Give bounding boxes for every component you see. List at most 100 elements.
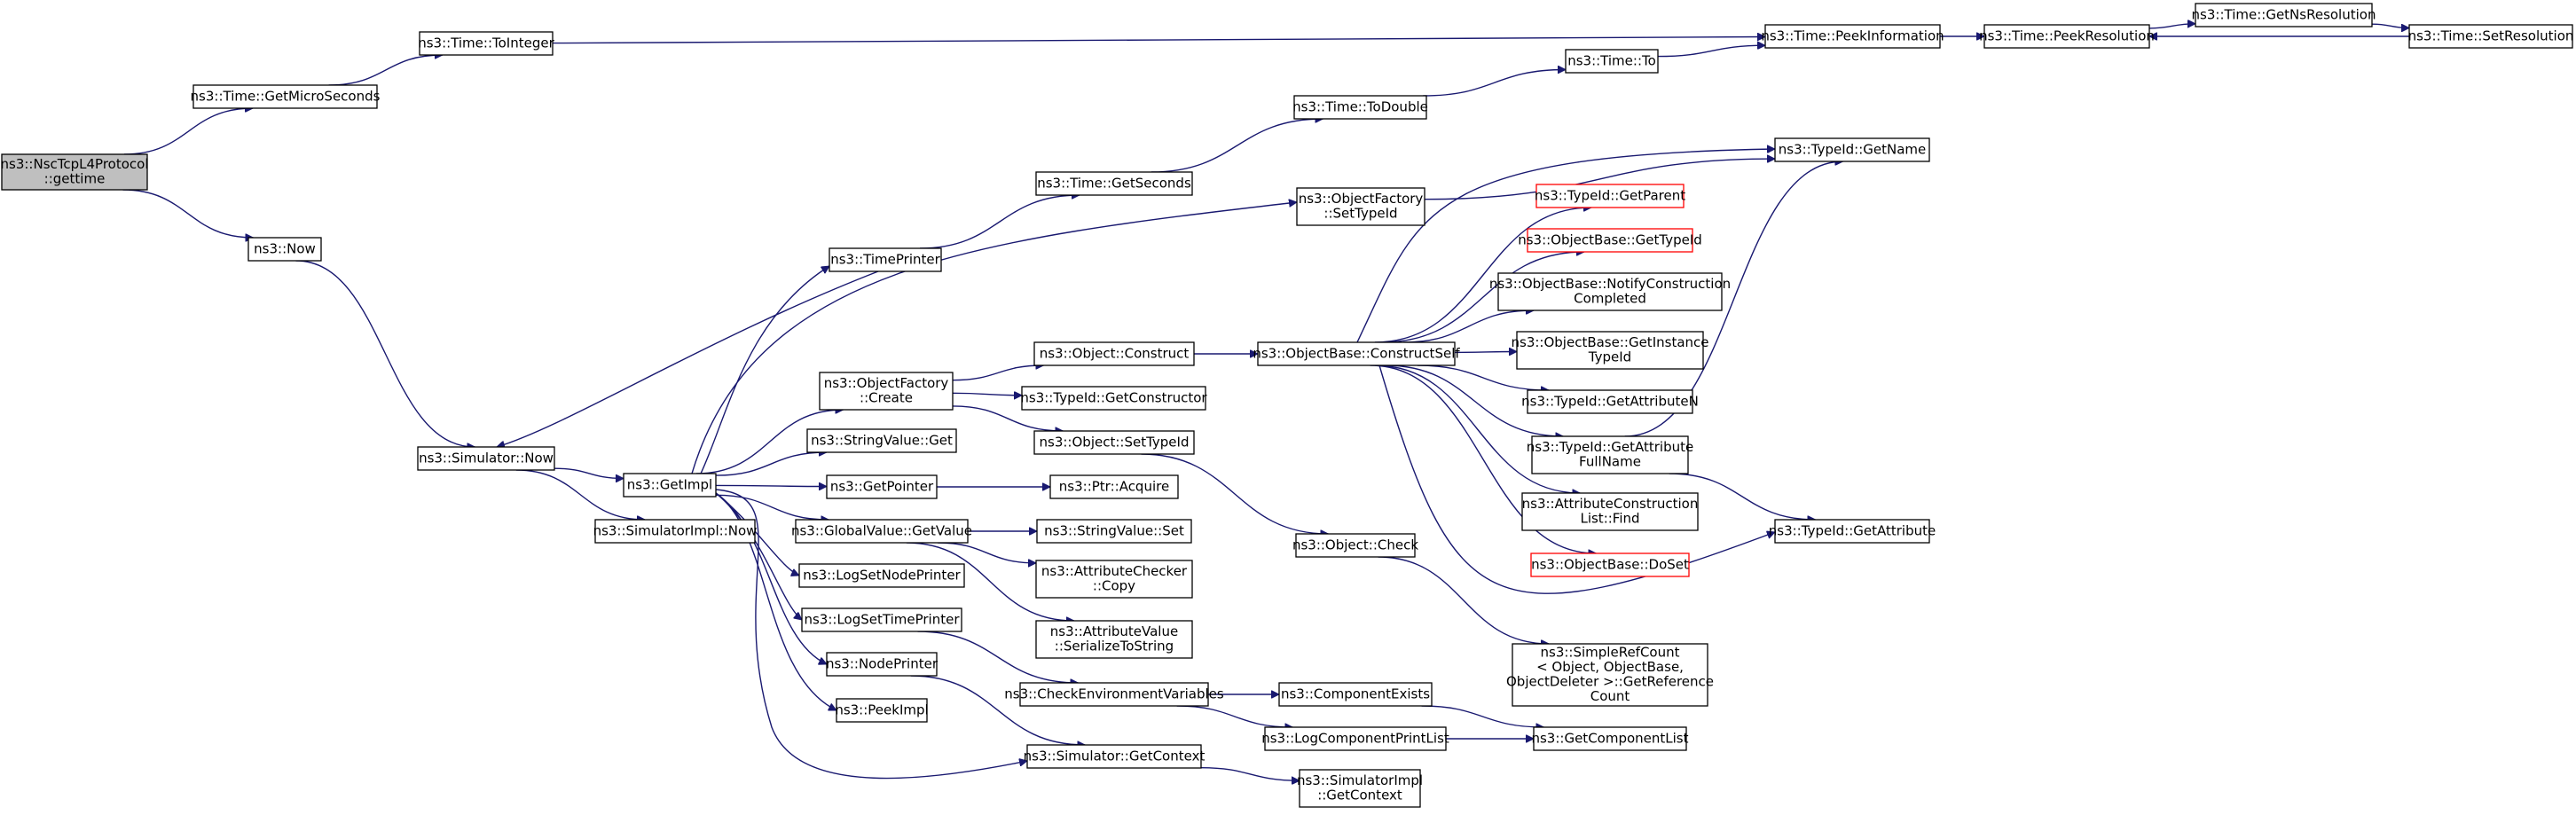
node-box[interactable]	[1295, 533, 1416, 558]
node-box[interactable]	[1516, 331, 1704, 370]
node-box[interactable]	[1278, 682, 1433, 707]
node-box[interactable]	[795, 519, 969, 544]
node-box[interactable]	[829, 247, 942, 272]
graph-node-peek-info[interactable]: ns3::Time::PeekInformation	[1761, 24, 1944, 49]
node-box[interactable]	[1, 153, 148, 191]
node-box[interactable]	[1293, 95, 1427, 120]
node-box[interactable]	[1527, 389, 1693, 414]
graph-node-simimpl-now[interactable]: ns3::SimulatorImpl::Now	[593, 519, 758, 544]
graph-node-gv-get-value[interactable]: ns3::GlobalValue::GetValue	[791, 519, 972, 544]
node-box[interactable]	[1764, 24, 1941, 49]
graph-node-node-printer[interactable]: ns3::NodePrinter	[826, 652, 939, 677]
node-box[interactable]	[801, 607, 962, 632]
node-box[interactable]	[417, 446, 555, 471]
node-box[interactable]	[2195, 3, 2373, 27]
graph-node-of-create[interactable]: ns3::ObjectFactory::Create	[819, 372, 954, 411]
graph-node-get-comp-list[interactable]: ns3::GetComponentList	[1531, 726, 1689, 751]
node-box[interactable]	[1535, 184, 1685, 208]
node-box[interactable]	[1533, 726, 1687, 751]
node-box[interactable]	[819, 372, 954, 411]
node-box[interactable]	[1497, 272, 1723, 311]
node-box[interactable]	[594, 519, 756, 544]
graph-node-to-double[interactable]: ns3::Time::ToDouble	[1292, 95, 1428, 120]
graph-node-simimpl-get-context[interactable]: ns3::SimulatorImpl::GetContext	[1297, 769, 1423, 808]
node-box[interactable]	[1026, 744, 1202, 769]
graph-node-set-res[interactable]: ns3::Time::SetResolution	[2408, 24, 2574, 49]
node-box[interactable]	[1299, 769, 1421, 808]
graph-node-get-micro[interactable]: ns3::Time::GetMicroSeconds	[191, 84, 381, 109]
graph-node-log-comp-print[interactable]: ns3::LogComponentPrintList	[1261, 726, 1449, 751]
node-box[interactable]	[1035, 171, 1193, 196]
node-box[interactable]	[1264, 726, 1447, 751]
graph-node-attr-value-ser[interactable]: ns3::AttributeValue::SerializeToString	[1035, 620, 1193, 659]
node-box[interactable]	[419, 31, 554, 56]
graph-node-now[interactable]: ns3::Now	[247, 237, 322, 262]
node-box[interactable]	[623, 473, 717, 498]
node-box[interactable]	[192, 84, 378, 109]
node-box[interactable]	[1774, 519, 1930, 544]
graph-node-ob-notify[interactable]: ns3::ObjectBase::NotifyConstructionCompl…	[1489, 272, 1731, 311]
graph-node-ob-get-typeid[interactable]: ns3::ObjectBase::GetTypeId	[1518, 228, 1702, 253]
graph-node-time-to[interactable]: ns3::Time::To	[1565, 49, 1659, 74]
graph-node-sim-get-context[interactable]: ns3::Simulator::GetContext	[1024, 744, 1206, 769]
graph-node-peek-res[interactable]: ns3::Time::PeekResolution	[1979, 24, 2155, 49]
node-box[interactable]	[826, 652, 938, 677]
graph-node-get-ns-res[interactable]: ns3::Time::GetNsResolution	[2192, 3, 2376, 27]
graph-node-simple-ref[interactable]: ns3::SimpleRefCount< Object, ObjectBase,…	[1506, 643, 1714, 707]
graph-node-typeid-get-attr[interactable]: ns3::TypeId::GetAttribute	[1769, 519, 1936, 544]
graph-node-typeid-get-ctor[interactable]: ns3::TypeId::GetConstructor	[1020, 386, 1207, 411]
graph-node-of-set-typeid[interactable]: ns3::ObjectFactory::SetTypeId	[1296, 187, 1425, 226]
node-box[interactable]	[1049, 474, 1179, 499]
node-box[interactable]	[1512, 643, 1708, 707]
graph-node-ob-construct-self[interactable]: ns3::ObjectBase::ConstructSelf	[1253, 341, 1460, 366]
node-box[interactable]	[806, 428, 957, 453]
graph-node-sim-now[interactable]: ns3::Simulator::Now	[417, 446, 555, 471]
graph-node-check-env[interactable]: ns3::CheckEnvironmentVariables	[1004, 682, 1224, 707]
graph-node-get-seconds[interactable]: ns3::Time::GetSeconds	[1035, 171, 1193, 196]
graph-node-typeid-get-parent[interactable]: ns3::TypeId::GetParent	[1535, 184, 1685, 208]
graph-node-typeid-get-name[interactable]: ns3::TypeId::GetName	[1774, 137, 1930, 162]
node-box[interactable]	[826, 474, 938, 499]
node-box[interactable]	[1521, 492, 1699, 531]
node-box[interactable]	[1774, 137, 1930, 162]
graph-node-peek-impl[interactable]: ns3::PeekImpl	[835, 698, 929, 723]
graph-node-nsc-gettime[interactable]: ns3::NscTcpL4Protocol::gettime	[1, 153, 149, 191]
node-box[interactable]	[1035, 620, 1193, 659]
node-box[interactable]	[1033, 341, 1195, 366]
graph-node-comp-exists[interactable]: ns3::ComponentExists	[1278, 682, 1433, 707]
graph-node-ptr-acquire[interactable]: ns3::Ptr::Acquire	[1049, 474, 1179, 499]
graph-node-log-set-node[interactable]: ns3::LogSetNodePrinter	[798, 563, 965, 588]
node-box[interactable]	[1296, 187, 1425, 226]
node-box[interactable]	[1019, 682, 1209, 707]
graph-node-typeid-get-attr-n[interactable]: ns3::TypeId::GetAttributeN	[1521, 389, 1699, 414]
node-box[interactable]	[1035, 560, 1193, 599]
node-box[interactable]	[836, 698, 928, 723]
graph-node-attr-checker-copy[interactable]: ns3::AttributeChecker::Copy	[1035, 560, 1193, 599]
graph-node-get-impl[interactable]: ns3::GetImpl	[623, 473, 717, 498]
graph-node-log-set-time[interactable]: ns3::LogSetTimePrinter	[801, 607, 962, 632]
node-box[interactable]	[1983, 24, 2150, 49]
graph-node-sv-set[interactable]: ns3::StringValue::Set	[1036, 519, 1192, 544]
node-box[interactable]	[1033, 430, 1195, 455]
graph-node-time-printer[interactable]: ns3::TimePrinter	[829, 247, 942, 272]
graph-node-to-integer[interactable]: ns3::Time::ToInteger	[418, 31, 555, 56]
node-box[interactable]	[1527, 228, 1693, 253]
graph-node-obj-set-typeid[interactable]: ns3::Object::SetTypeId	[1033, 430, 1195, 455]
node-box[interactable]	[1531, 435, 1689, 474]
node-box[interactable]	[1036, 519, 1192, 544]
graph-node-sv-get[interactable]: ns3::StringValue::Get	[806, 428, 957, 453]
node-box[interactable]	[247, 237, 322, 262]
graph-node-get-pointer[interactable]: ns3::GetPointer	[826, 474, 938, 499]
node-box[interactable]	[1530, 552, 1690, 577]
node-box[interactable]	[2408, 24, 2573, 49]
node-box[interactable]	[798, 563, 965, 588]
graph-node-obj-check[interactable]: ns3::Object::Check	[1292, 533, 1418, 558]
node-box[interactable]	[1565, 49, 1659, 74]
node-box[interactable]	[1021, 386, 1206, 411]
graph-node-ob-do-set[interactable]: ns3::ObjectBase::DoSet	[1530, 552, 1690, 577]
graph-node-obj-construct[interactable]: ns3::Object::Construct	[1033, 341, 1195, 366]
node-box[interactable]	[1257, 341, 1456, 366]
